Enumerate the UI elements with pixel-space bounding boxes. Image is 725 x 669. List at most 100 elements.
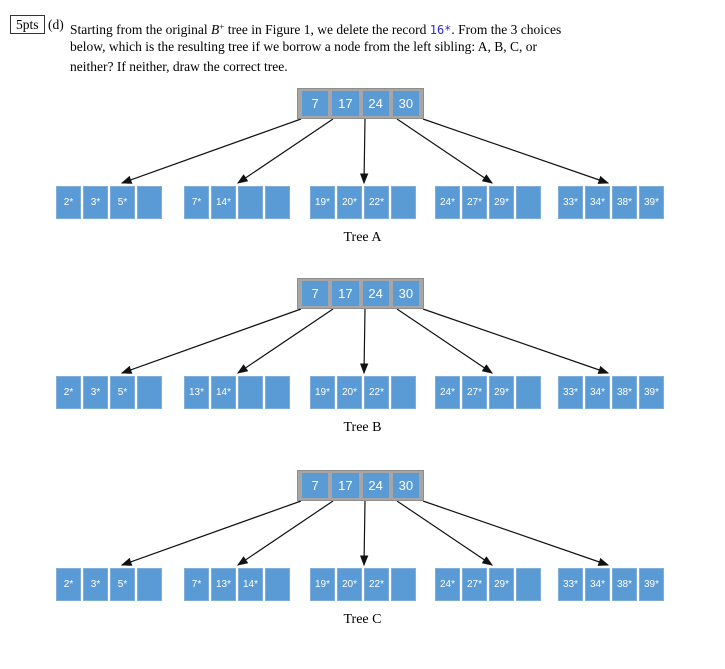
leaf-node: 33*34*38*39* xyxy=(558,376,664,409)
leaf-node: 7*13*14* xyxy=(184,568,290,601)
leaf-record-cell: 22* xyxy=(364,376,389,409)
leaf-empty-cell xyxy=(137,568,162,601)
leaf-record-cell: 14* xyxy=(211,186,236,219)
math-btree-symbol: B+ xyxy=(211,22,224,37)
leaf-record-cell: 3* xyxy=(83,186,108,219)
root-key-cell: 17 xyxy=(332,473,359,498)
leaf-record-cell: 22* xyxy=(364,568,389,601)
leaf-record-cell: 34* xyxy=(585,186,610,219)
leaf-node: 13*14* xyxy=(184,376,290,409)
leaf-record-cell: 38* xyxy=(612,186,637,219)
leaf-empty-cell xyxy=(265,186,290,219)
leaf-node: 2*3*5* xyxy=(56,568,162,601)
leaf-record-cell: 3* xyxy=(83,376,108,409)
parent-child-edge-arrow xyxy=(422,500,610,566)
leaf-record-cell: 27* xyxy=(462,568,487,601)
leaf-record-cell: 5* xyxy=(110,568,135,601)
leaf-node: 19*20*22* xyxy=(310,568,416,601)
leaf-record-cell: 27* xyxy=(462,186,487,219)
tree-label: Tree C xyxy=(343,612,382,627)
leaf-empty-cell xyxy=(391,186,416,219)
root-key-cell: 24 xyxy=(362,281,389,306)
leaf-empty-cell xyxy=(137,186,162,219)
leaf-record-cell: 29* xyxy=(489,568,514,601)
leaf-record-cell: 13* xyxy=(184,376,209,409)
root-key-cell: 17 xyxy=(332,281,359,306)
leaf-record-cell: 20* xyxy=(337,186,362,219)
leaf-record-cell: 34* xyxy=(585,376,610,409)
question-text-segment: Starting from the original xyxy=(70,22,211,37)
leaf-node: 7*14* xyxy=(184,186,290,219)
leaf-empty-cell xyxy=(516,186,541,219)
root-key-cell: 30 xyxy=(392,473,419,498)
parent-child-edge-arrow xyxy=(359,118,369,185)
parent-child-edge-arrow xyxy=(237,308,334,374)
leaf-record-cell: 29* xyxy=(489,186,514,219)
root-key-cell: 7 xyxy=(302,473,329,498)
root-key-cell: 24 xyxy=(362,91,389,116)
tree-label: Tree A xyxy=(343,230,382,245)
leaf-node: 19*20*22* xyxy=(310,376,416,409)
leaf-record-cell: 7* xyxy=(184,186,209,219)
parent-child-edge-arrow xyxy=(422,308,610,374)
leaf-empty-cell xyxy=(238,186,263,219)
parent-child-edge-arrow xyxy=(396,308,493,374)
leaf-record-cell: 13* xyxy=(211,568,236,601)
tree-label: Tree B xyxy=(343,420,382,435)
root-key-cell: 24 xyxy=(362,473,389,498)
leaf-record-cell: 22* xyxy=(364,186,389,219)
leaf-record-cell: 38* xyxy=(612,376,637,409)
leaf-record-cell: 33* xyxy=(558,376,583,409)
leaf-empty-cell xyxy=(265,376,290,409)
leaf-node: 24*27*29* xyxy=(435,568,541,601)
question-text: Starting from the original B+ tree in Fi… xyxy=(70,17,561,77)
leaf-record-cell: 5* xyxy=(110,376,135,409)
leaf-node: 2*3*5* xyxy=(56,186,162,219)
parent-child-edge-arrow xyxy=(359,308,369,375)
leaf-record-cell: 19* xyxy=(310,376,335,409)
question-line-2: below, which is the resulting tree if we… xyxy=(70,39,538,54)
question-line-3: neither? If neither, draw the correct tr… xyxy=(70,59,288,74)
root-key-cell: 7 xyxy=(302,91,329,116)
tree-edges-layer xyxy=(120,308,610,375)
question-text-segment: . From the 3 choices xyxy=(451,22,562,37)
parent-child-edge-arrow xyxy=(396,118,493,184)
root-key-cell: 30 xyxy=(392,281,419,306)
leaf-record-cell: 24* xyxy=(435,568,460,601)
math-var-b: B xyxy=(210,22,220,37)
parent-child-edge-arrow xyxy=(120,500,302,566)
question-part-label: (d) xyxy=(48,17,64,32)
leaf-node: 24*27*29* xyxy=(435,186,541,219)
leaf-record-cell: 2* xyxy=(56,376,81,409)
leaf-empty-cell xyxy=(391,376,416,409)
leaf-node: 2*3*5* xyxy=(56,376,162,409)
leaf-record-cell: 7* xyxy=(184,568,209,601)
leaf-empty-cell xyxy=(238,376,263,409)
leaf-record-cell: 19* xyxy=(310,568,335,601)
leaf-record-cell: 2* xyxy=(56,186,81,219)
leaf-empty-cell xyxy=(137,376,162,409)
leaf-node: 33*34*38*39* xyxy=(558,186,664,219)
leaf-record-cell: 33* xyxy=(558,186,583,219)
leaf-record-cell: 2* xyxy=(56,568,81,601)
math-superscript-plus: + xyxy=(219,22,225,32)
leaf-record-cell: 14* xyxy=(211,376,236,409)
leaf-record-cell: 39* xyxy=(639,376,664,409)
leaf-node: 19*20*22* xyxy=(310,186,416,219)
leaf-record-cell: 24* xyxy=(435,186,460,219)
leaf-record-cell: 24* xyxy=(435,376,460,409)
leaf-record-cell: 20* xyxy=(337,568,362,601)
leaf-empty-cell xyxy=(516,376,541,409)
parent-child-edge-arrow xyxy=(237,118,334,184)
leaf-record-cell: 20* xyxy=(337,376,362,409)
tree-edges-layer xyxy=(120,500,610,567)
parent-child-edge-arrow xyxy=(359,500,369,567)
root-key-cell: 30 xyxy=(392,91,419,116)
leaf-record-cell: 39* xyxy=(639,186,664,219)
leaf-record-cell: 33* xyxy=(558,568,583,601)
parent-child-edge-arrow xyxy=(396,500,493,566)
leaf-node: 33*34*38*39* xyxy=(558,568,664,601)
